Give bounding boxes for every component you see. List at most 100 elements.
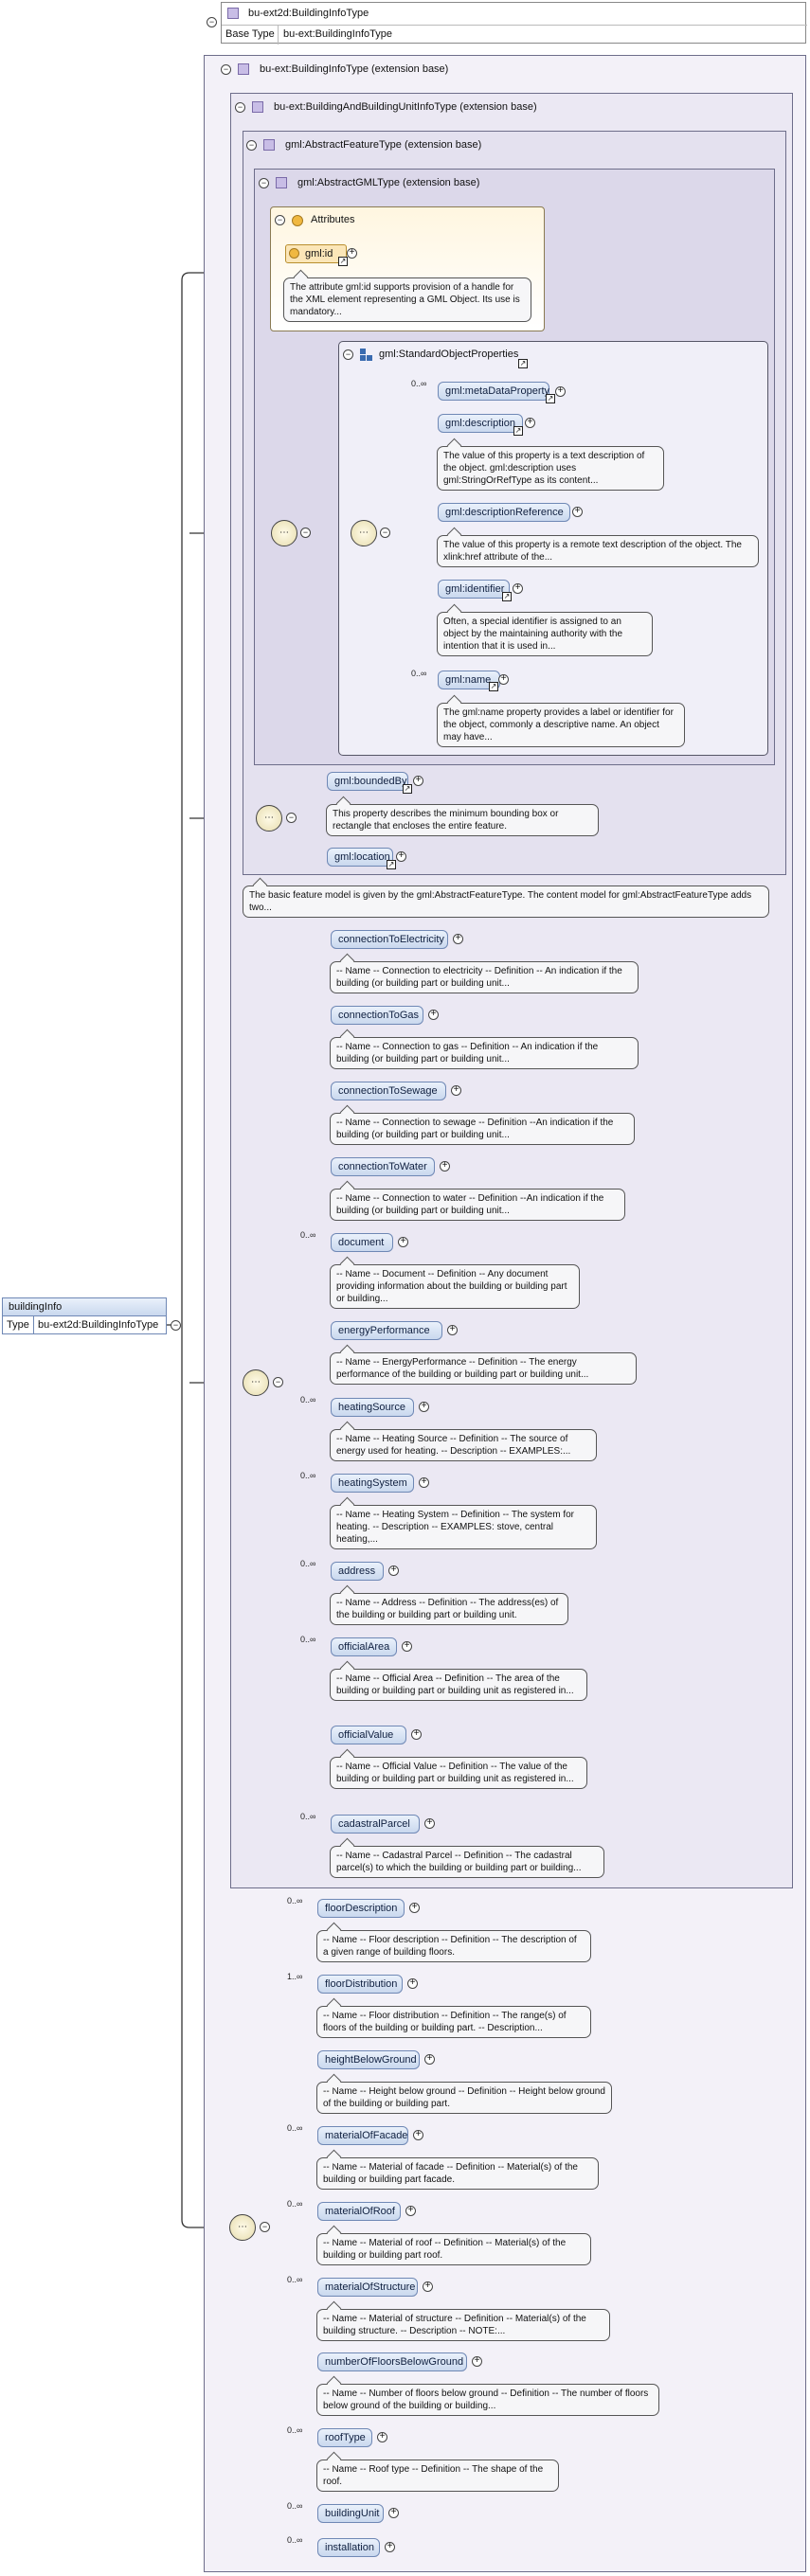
element-address[interactable]: address xyxy=(331,1562,384,1581)
descriptionreference-expand-icon[interactable]: + xyxy=(572,507,583,517)
attribute-gml-id-ref-icon[interactable]: ↗ xyxy=(338,257,348,266)
expand-icon[interactable]: + xyxy=(377,2432,387,2442)
metadataproperty-expand-icon[interactable]: + xyxy=(555,386,566,397)
element-gml-location[interactable]: gml:location xyxy=(327,848,393,867)
bbu-sequence-collapse-toggle[interactable]: − xyxy=(273,1377,283,1387)
element-gml-boundedby[interactable]: gml:boundedBy xyxy=(327,772,408,791)
element-connectiontoelectricity[interactable]: connectionToElectricity xyxy=(331,930,448,949)
name-ref-icon[interactable]: ↗ xyxy=(489,682,498,691)
expand-icon[interactable]: + xyxy=(423,2281,433,2292)
element-floordistribution[interactable]: floorDistribution xyxy=(317,1975,403,1994)
sop-collapse-toggle[interactable]: − xyxy=(343,349,353,360)
element-documentation: -- Name -- Material of facade -- Definit… xyxy=(316,2157,599,2190)
root-type-value: bu-ext2d:BuildingInfoType xyxy=(34,1315,167,1334)
expand-icon[interactable]: + xyxy=(424,2054,435,2065)
attribute-gml-id[interactable]: gml:id xyxy=(285,244,347,263)
element-cadastralparcel[interactable]: cadastralParcel xyxy=(331,1815,420,1834)
expand-icon[interactable]: + xyxy=(472,2356,482,2367)
frame2-title: bu-ext:BuildingAndBuildingUnitInfoType (… xyxy=(274,101,537,113)
element-materialofroof[interactable]: materialOfRoof xyxy=(317,2202,401,2221)
expand-icon[interactable]: + xyxy=(411,1729,422,1740)
frame3-collapse-toggle[interactable]: − xyxy=(246,140,257,151)
bi-sequence-collapse-toggle[interactable]: − xyxy=(260,2222,270,2232)
element-gml-name[interactable]: gml:name xyxy=(438,671,500,689)
frame2-collapse-toggle[interactable]: − xyxy=(235,102,245,113)
element-cardinality: 0..∞ xyxy=(287,1896,303,1905)
top-type-base-value: bu-ext:BuildingInfoType xyxy=(283,28,392,40)
boundedby-doc: This property describes the minimum boun… xyxy=(326,804,599,836)
element-officialarea[interactable]: officialArea xyxy=(331,1637,397,1656)
element-gml-description[interactable]: gml:description xyxy=(438,414,523,433)
boundedby-ref-icon[interactable]: ↗ xyxy=(403,784,412,794)
element-materialofstructure[interactable]: materialOfStructure xyxy=(317,2278,418,2297)
metadataproperty-ref-icon[interactable]: ↗ xyxy=(546,394,555,403)
expand-icon[interactable]: + xyxy=(419,1402,429,1412)
name-expand-icon[interactable]: + xyxy=(498,674,509,685)
element-numberoffloorsbelowground[interactable]: numberOfFloorsBelowGround xyxy=(317,2352,467,2371)
expand-icon[interactable]: + xyxy=(388,1565,399,1576)
element-connectiontosewage[interactable]: connectionToSewage xyxy=(331,1082,446,1100)
attributes-collapse-toggle[interactable]: − xyxy=(275,215,285,225)
identifier-doc: Often, a special identifier is assigned … xyxy=(437,612,653,656)
element-rooftype[interactable]: roofType xyxy=(317,2428,372,2447)
expand-icon[interactable]: + xyxy=(413,2130,423,2140)
expand-icon[interactable]: + xyxy=(451,1085,461,1096)
sop-sequence-collapse-toggle[interactable]: − xyxy=(380,528,390,538)
location-ref-icon[interactable]: ↗ xyxy=(387,860,396,869)
expand-icon[interactable]: + xyxy=(419,1477,429,1488)
expand-icon[interactable]: + xyxy=(385,2542,395,2552)
element-cardinality: 0..∞ xyxy=(287,2123,303,2133)
element-gml-metadataproperty[interactable]: gml:metaDataProperty xyxy=(438,382,549,401)
element-connectiontowater[interactable]: connectionToWater xyxy=(331,1157,435,1176)
sequence-collapse-toggle[interactable]: − xyxy=(300,528,311,538)
expand-icon[interactable]: + xyxy=(407,1978,418,1989)
description-expand-icon[interactable]: + xyxy=(525,418,535,428)
element-buildingunit[interactable]: buildingUnit xyxy=(317,2504,384,2523)
expand-icon[interactable]: + xyxy=(402,1641,412,1652)
element-connectiontogas[interactable]: connectionToGas xyxy=(331,1006,423,1025)
element-materialoffacade[interactable]: materialOfFacade xyxy=(317,2126,408,2145)
element-heightbelowground[interactable]: heightBelowGround xyxy=(317,2050,420,2069)
element-gml-identifier[interactable]: gml:identifier xyxy=(438,580,510,599)
expand-icon[interactable]: + xyxy=(447,1325,458,1335)
sequence-icon: ⋯ xyxy=(229,2214,256,2241)
expand-icon[interactable]: + xyxy=(388,2508,399,2518)
expand-icon[interactable]: + xyxy=(428,1010,439,1020)
element-cardinality: 0..∞ xyxy=(287,2501,303,2511)
element-gml-descriptionreference[interactable]: gml:descriptionReference xyxy=(438,503,570,522)
element-heatingsource[interactable]: heatingSource xyxy=(331,1398,414,1417)
element-cardinality: 0..∞ xyxy=(300,1635,316,1644)
identifier-expand-icon[interactable]: + xyxy=(513,583,523,594)
location-expand-icon[interactable]: + xyxy=(396,851,406,862)
element-cardinality: 1..∞ xyxy=(287,1972,303,1981)
element-cardinality: 0..∞ xyxy=(287,2275,303,2284)
element-heatingsystem[interactable]: heatingSystem xyxy=(331,1474,414,1493)
element-officialvalue[interactable]: officialValue xyxy=(331,1726,406,1744)
expand-icon[interactable]: + xyxy=(453,934,463,944)
frame4-collapse-toggle[interactable]: − xyxy=(259,178,269,188)
feature-sequence-collapse-toggle[interactable]: − xyxy=(286,813,297,823)
boundedby-expand-icon[interactable]: + xyxy=(413,776,423,786)
root-element[interactable]: buildingInfo Type bu-ext2d:BuildingInfoT… xyxy=(2,1297,167,1335)
root-collapse-toggle[interactable]: − xyxy=(171,1320,181,1331)
sequence-icon: ⋯ xyxy=(271,520,297,546)
frame1-collapse-toggle[interactable]: − xyxy=(221,64,231,75)
expand-icon[interactable]: + xyxy=(424,1818,435,1829)
expand-icon[interactable]: + xyxy=(398,1237,408,1247)
expand-icon[interactable]: + xyxy=(405,2206,416,2216)
top-type-collapse-toggle[interactable]: − xyxy=(207,17,217,27)
sop-ref-icon[interactable]: ↗ xyxy=(518,359,528,368)
attribute-gml-id-expand-icon[interactable]: + xyxy=(347,248,357,259)
attributes-title: Attributes xyxy=(311,214,355,225)
frame3-title: gml:AbstractFeatureType (extension base) xyxy=(285,139,482,151)
element-cardinality: 0..∞ xyxy=(287,2199,303,2209)
expand-icon[interactable]: + xyxy=(409,1903,420,1913)
element-installation[interactable]: installation xyxy=(317,2538,380,2557)
identifier-ref-icon[interactable]: ↗ xyxy=(502,592,512,601)
element-documentation: -- Name -- Connection to gas -- Definiti… xyxy=(330,1037,639,1069)
element-energyperformance[interactable]: energyPerformance xyxy=(331,1321,442,1340)
element-document[interactable]: document xyxy=(331,1233,393,1252)
description-ref-icon[interactable]: ↗ xyxy=(513,426,523,436)
element-floordescription[interactable]: floorDescription xyxy=(317,1899,405,1918)
expand-icon[interactable]: + xyxy=(440,1161,450,1172)
